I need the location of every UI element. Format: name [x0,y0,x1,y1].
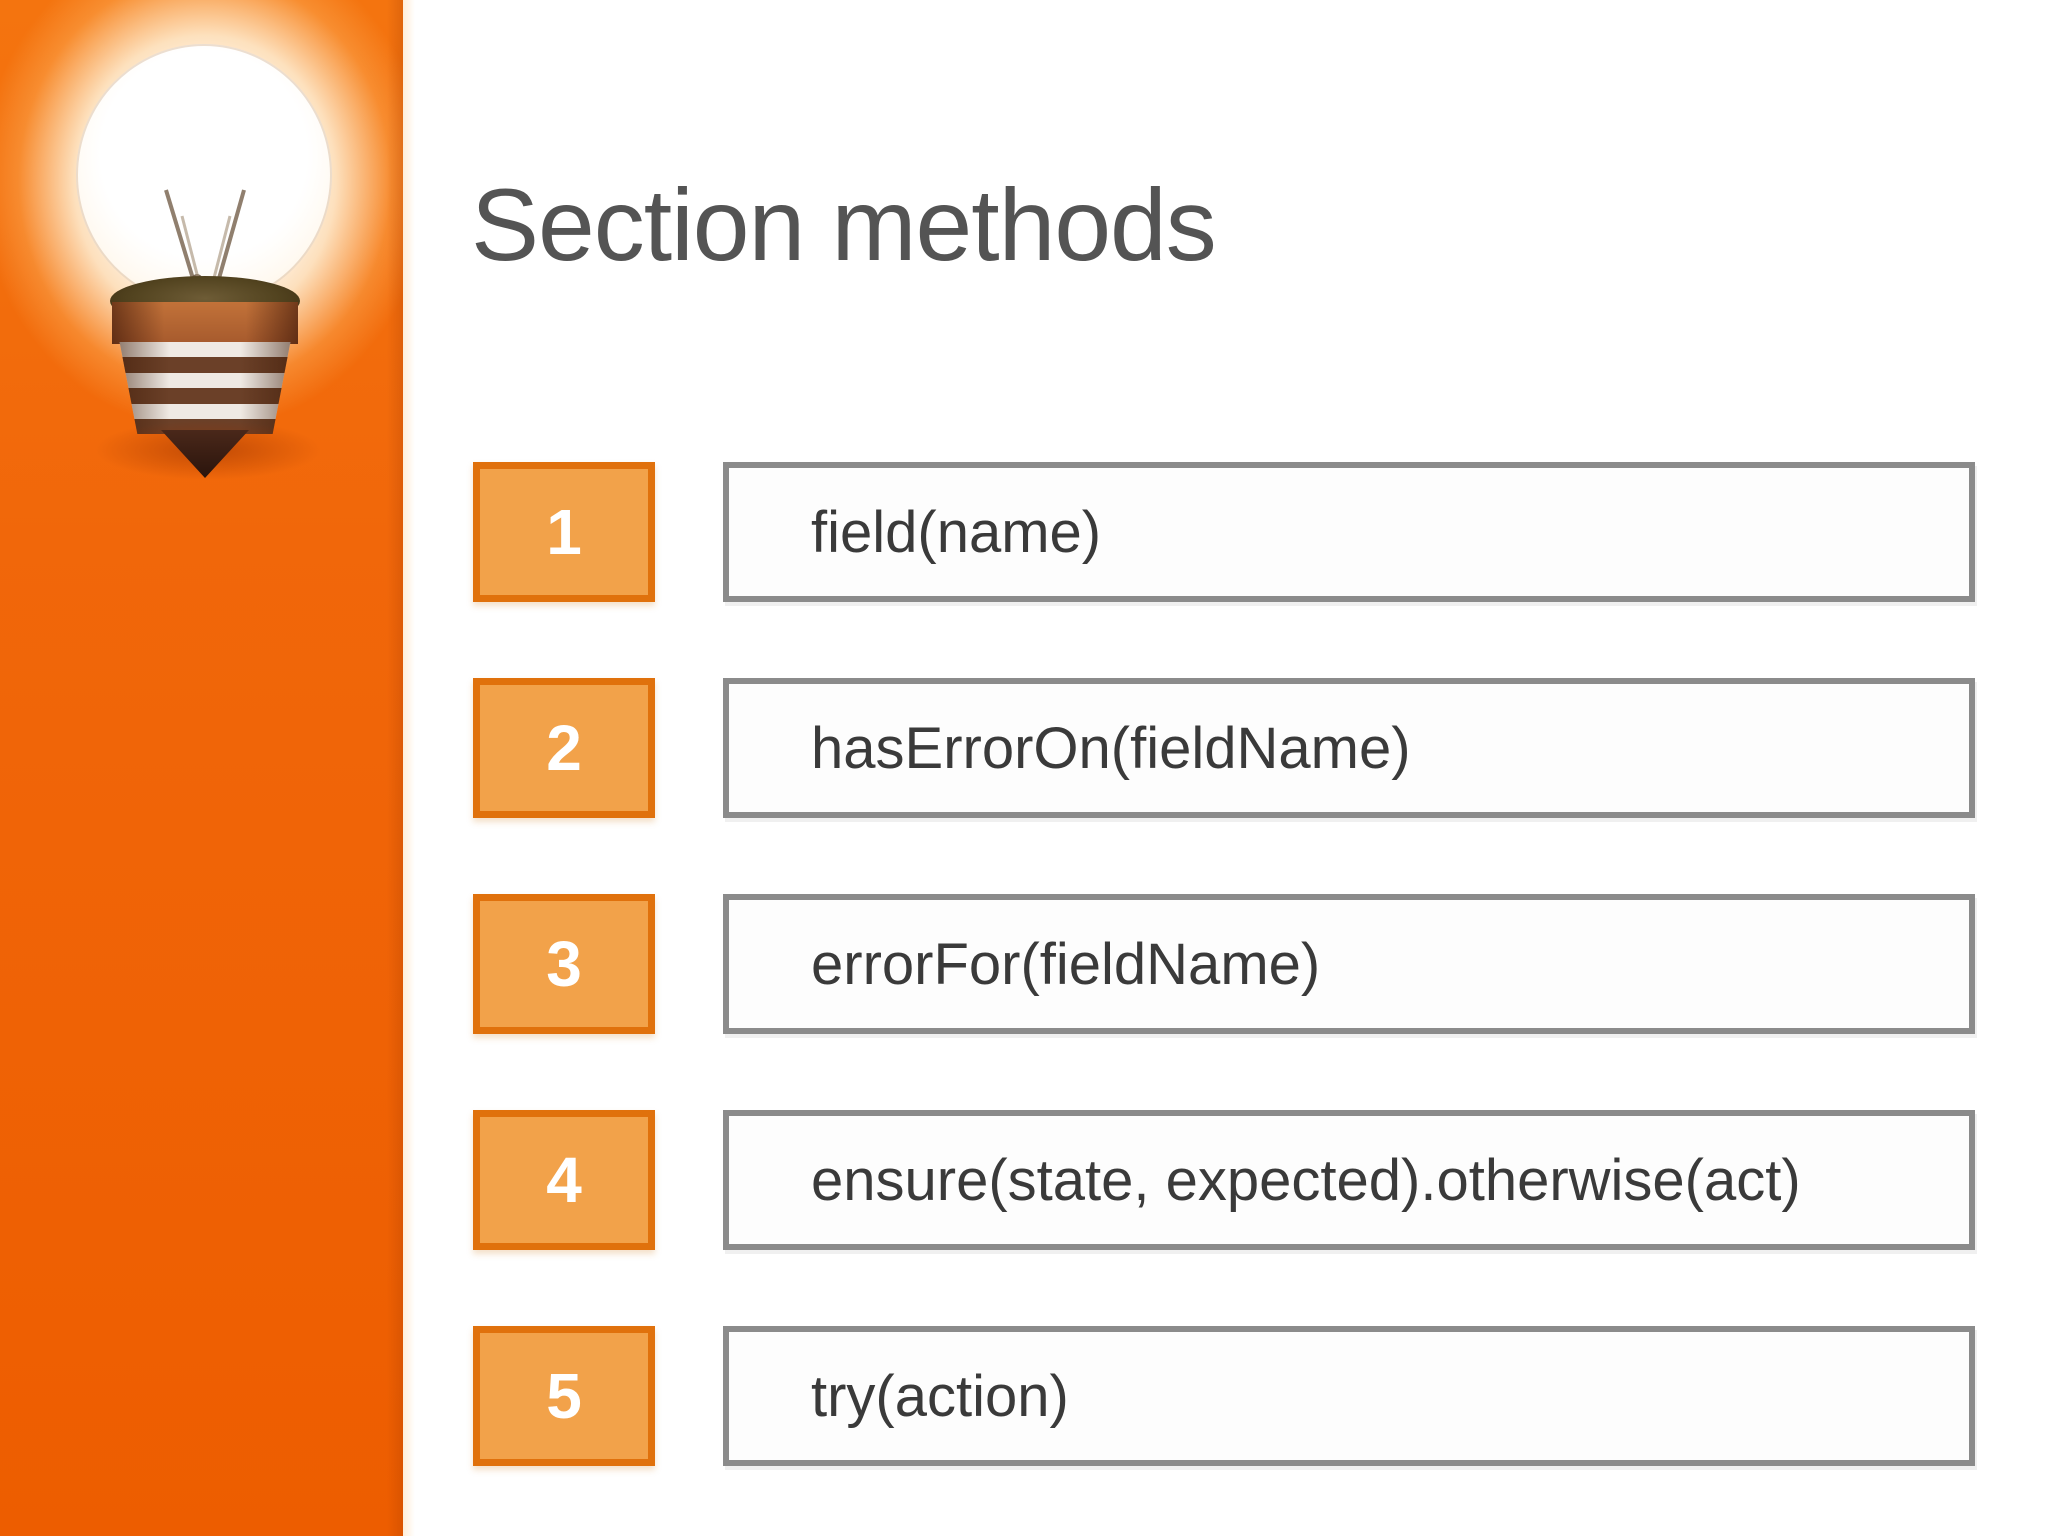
method-number: 2 [546,712,582,784]
method-row: 5 try(action) [473,1326,1975,1466]
method-name: errorFor(fieldName) [811,931,1321,997]
lightbulb-neck [112,302,298,344]
method-name: field(name) [811,499,1102,565]
method-number-badge: 5 [473,1326,655,1466]
method-list: 1 field(name) 2 hasErrorOn(fieldName) 3 [473,462,1975,1536]
method-number: 4 [546,1144,582,1216]
method-number-badge: 4 [473,1110,655,1250]
method-row: 2 hasErrorOn(fieldName) [473,678,1975,818]
method-number: 1 [546,496,582,568]
method-number-badge: 2 [473,678,655,818]
method-number: 5 [546,1360,582,1432]
method-name: hasErrorOn(fieldName) [811,715,1411,781]
method-number-badge: 1 [473,462,655,602]
method-name: ensure(state, expected).otherwise(act) [811,1147,1801,1213]
method-row: 3 errorFor(fieldName) [473,894,1975,1034]
page-title: Section methods [471,168,1217,282]
method-name-box: ensure(state, expected).otherwise(act) [723,1110,1975,1250]
lightbulb-image [0,0,403,500]
lightbulb-glass [76,44,332,306]
slide-content: Section methods 1 field(name) 2 hasError… [415,0,2048,1536]
method-row: 1 field(name) [473,462,1975,602]
sidebar [0,0,403,1536]
method-name-box: try(action) [723,1326,1975,1466]
method-name-box: field(name) [723,462,1975,602]
sidebar-edge-fade [403,0,415,1536]
method-number: 3 [546,928,582,1000]
method-name: try(action) [811,1363,1069,1429]
method-name-box: errorFor(fieldName) [723,894,1975,1034]
method-name-box: hasErrorOn(fieldName) [723,678,1975,818]
method-row: 4 ensure(state, expected).otherwise(act) [473,1110,1975,1250]
method-number-badge: 3 [473,894,655,1034]
